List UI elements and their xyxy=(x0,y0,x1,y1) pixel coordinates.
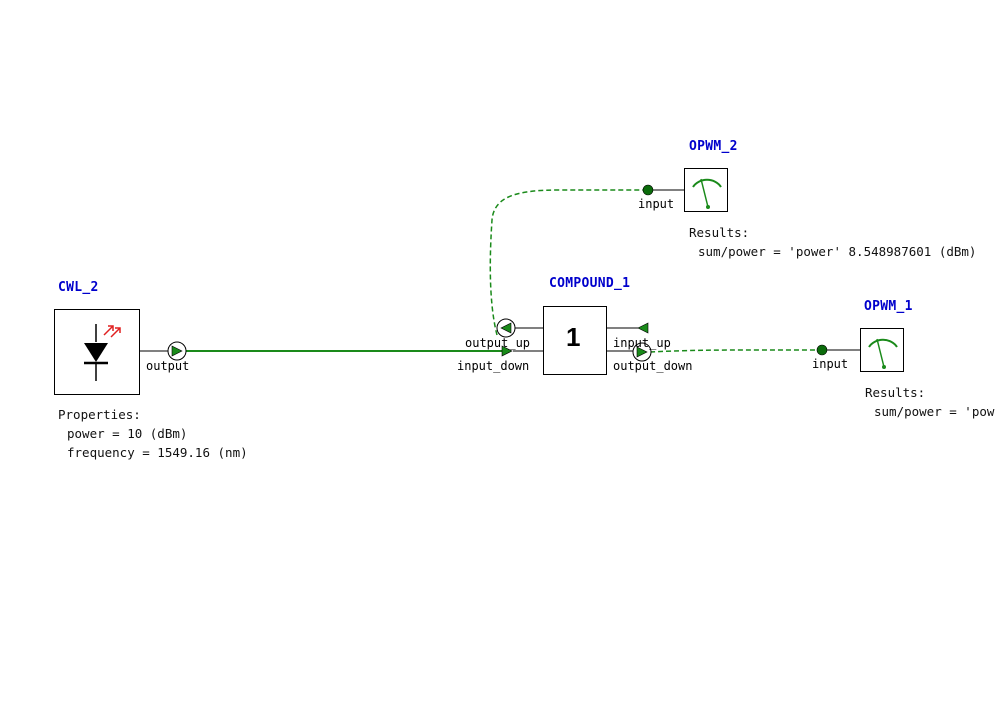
opwm2-results-heading: Results: xyxy=(689,225,750,240)
opwm1-name: OPWM_1 xyxy=(864,299,913,314)
cwl2-properties-heading: Properties: xyxy=(58,407,141,422)
opwm2-result-power: sum/power = 'power' 8.548987601 (dBm) xyxy=(698,244,977,259)
opwm2-name: OPWM_2 xyxy=(689,139,738,154)
opwm1-input-port[interactable] xyxy=(816,344,828,356)
compound1-number: 1 xyxy=(566,322,581,352)
compound-input-up-port[interactable] xyxy=(637,322,649,334)
opwm1-block[interactable] xyxy=(860,328,904,372)
power-meter-icon xyxy=(868,338,898,369)
cwl2-output-label: output xyxy=(146,359,190,373)
compound1-name: COMPOUND_1 xyxy=(549,276,631,291)
opwm2-input-label: input xyxy=(638,197,675,211)
opwm1-results-heading: Results: xyxy=(865,385,926,400)
compound-output-down-port[interactable] xyxy=(632,342,652,362)
laser-diode-icon xyxy=(84,324,121,381)
cwl2-block[interactable] xyxy=(54,309,140,395)
compound1-output-up-label: output_up xyxy=(465,336,531,350)
compound1-output-down-label: output_down xyxy=(613,359,693,373)
power-meter-icon xyxy=(692,178,722,209)
cwl2-name: CWL_2 xyxy=(58,280,99,295)
compound-output-up-port[interactable] xyxy=(496,318,516,338)
compound-input-down-port[interactable] xyxy=(501,345,513,357)
compound1-input-down-label: input_down xyxy=(457,359,530,373)
opwm1-result-power: sum/power = 'pow xyxy=(874,404,995,419)
opwm1-input-label: input xyxy=(812,357,849,371)
compound1-input-up-label: input_up xyxy=(613,336,671,350)
cwl2-property-power: power = 10 (dBm) xyxy=(67,426,188,441)
wire-compound-to-opwm1[interactable] xyxy=(649,349,822,353)
cwl2-property-frequency: frequency = 1549.16 (nm) xyxy=(67,445,248,460)
compound1-block[interactable]: 1 xyxy=(543,306,607,375)
wire-compound-to-opwm2[interactable] xyxy=(489,189,648,336)
cwl2-output-port[interactable] xyxy=(167,341,187,361)
opwm2-input-port[interactable] xyxy=(642,184,654,196)
opwm2-block[interactable] xyxy=(684,168,728,212)
